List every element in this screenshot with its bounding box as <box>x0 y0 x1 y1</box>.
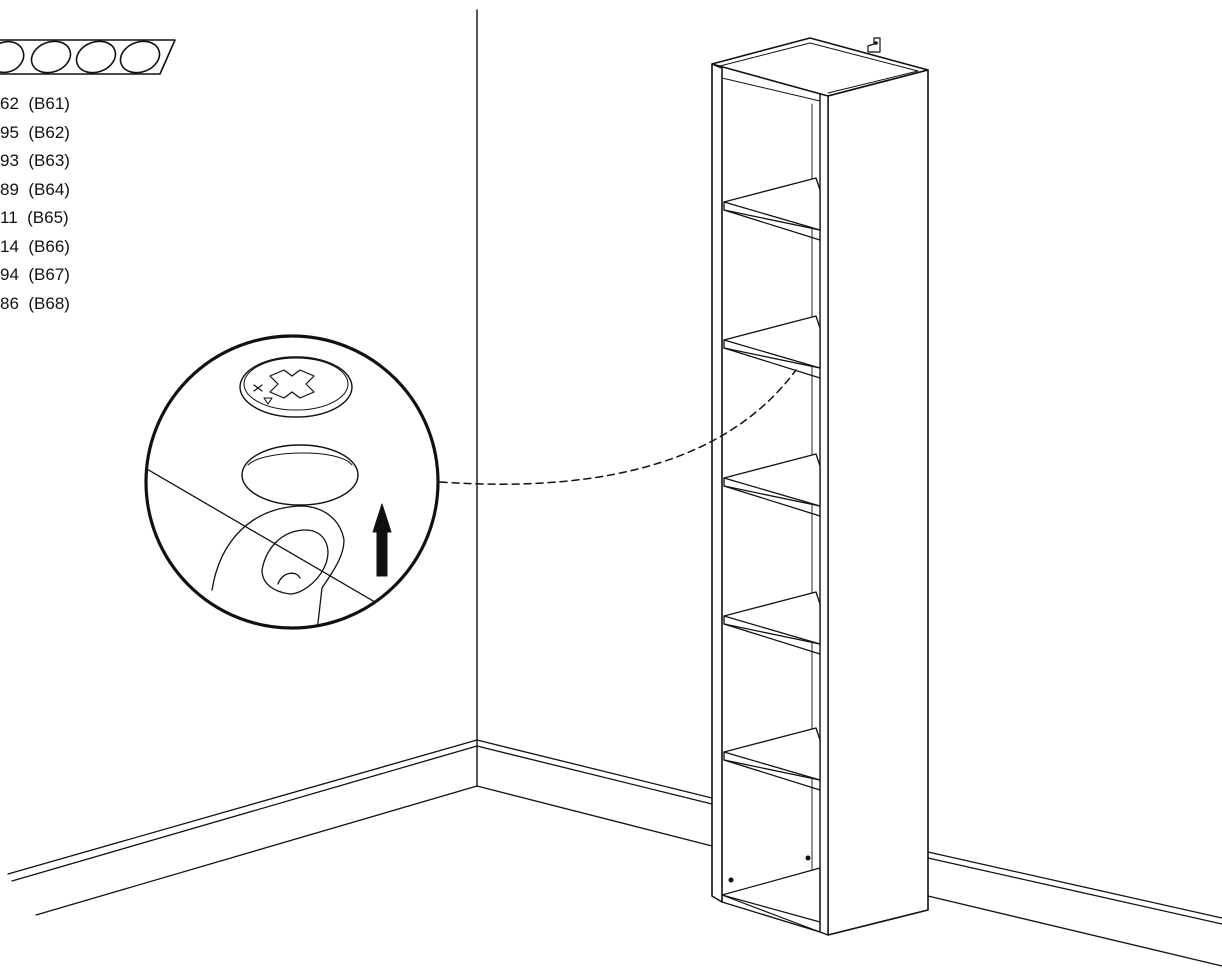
list-item: 89 (B64) <box>0 176 70 205</box>
list-item: 95 (B62) <box>0 119 70 148</box>
part-code: 95 <box>0 122 19 142</box>
bookcase-unit <box>711 37 929 936</box>
list-item: 86 (B68) <box>0 290 70 319</box>
part-label: (B66) <box>28 236 70 256</box>
left-baseboard <box>7 739 478 916</box>
part-code: 89 <box>0 179 19 199</box>
part-label: (B67) <box>28 265 70 284</box>
part-label: (B62) <box>28 122 70 142</box>
list-item: 14 (B66) <box>0 233 70 262</box>
part-code: 93 <box>0 151 19 170</box>
part-code: 11 <box>0 208 18 227</box>
arrow-up-icon <box>372 503 392 577</box>
wall-bracket <box>867 37 881 53</box>
list-item: 93 (B63) <box>0 147 70 176</box>
part-code: 86 <box>0 293 19 313</box>
list-item: 11 (B65) <box>0 204 70 233</box>
part-label: (B64) <box>28 179 70 199</box>
shelves <box>723 177 821 791</box>
part-code: 62 <box>0 94 19 113</box>
cross-recess <box>269 369 315 399</box>
oval-code-strip-icon <box>0 39 176 75</box>
right-baseboard <box>476 739 1222 967</box>
part-code: 94 <box>0 265 19 284</box>
detail-leader-line <box>439 369 797 485</box>
part-label: (B61) <box>28 94 70 113</box>
part-code: 14 <box>0 236 19 256</box>
list-item: 94 (B67) <box>0 261 70 290</box>
list-item: 62 (B61) <box>0 90 70 119</box>
part-label: (B68) <box>28 293 70 313</box>
part-label: (B63) <box>28 151 70 170</box>
magnifier-detail-icon <box>144 334 440 630</box>
parts-list: 62 (B61) 95 (B62) 93 (B63) 89 (B64) 11 (… <box>0 90 70 318</box>
part-label: (B65) <box>27 208 69 227</box>
